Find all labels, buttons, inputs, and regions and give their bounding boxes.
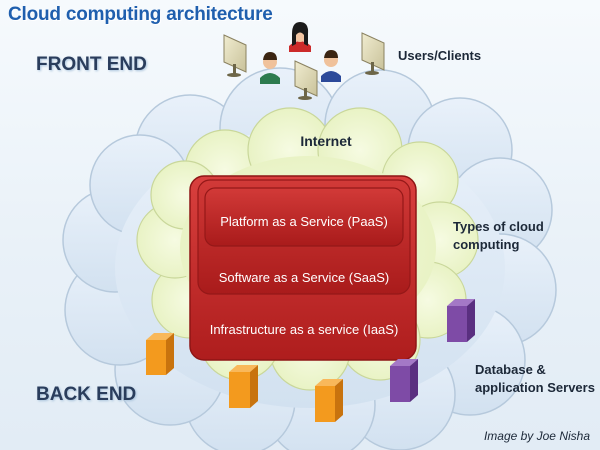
page-title: Cloud computing architecture (8, 4, 273, 25)
types-label-line1: Types of cloud (453, 219, 544, 234)
internet-label: Internet (300, 133, 352, 149)
server-purple-1 (447, 299, 475, 342)
paas-box (204, 187, 404, 247)
server-orange-2 (229, 365, 258, 408)
types-label-line2: computing (453, 237, 520, 252)
types-of-cloud-label: Types of cloud computing (453, 218, 553, 254)
monitor-icon (294, 60, 318, 100)
user-female-icon (289, 22, 311, 52)
saas-label: Software as a Service (SaaS) (219, 270, 390, 285)
users-clients-label: Users/Clients (398, 48, 482, 63)
server-purple-2 (390, 359, 418, 402)
iaas-label: Infrastructure as a service (IaaS) (210, 322, 399, 337)
db-label-line1: Database & (475, 362, 546, 377)
monitor-icon (223, 34, 247, 77)
image-credit: Image by Joe Nisha (483, 429, 590, 443)
service-stack: Platform as a Service (PaaS) Software as… (189, 175, 417, 361)
paas-label: Platform as a Service (PaaS) (220, 214, 388, 229)
db-label-line2: application Servers (475, 380, 595, 395)
server-orange-3 (315, 379, 343, 422)
front-end-label: FRONT END (36, 54, 147, 75)
server-orange-1 (146, 333, 174, 375)
back-end-label: BACK END (36, 384, 137, 405)
user-male-icon (260, 52, 280, 84)
database-servers-label: Database & application Servers (475, 361, 595, 397)
user-male-icon (321, 50, 341, 82)
monitor-icon (361, 32, 385, 75)
